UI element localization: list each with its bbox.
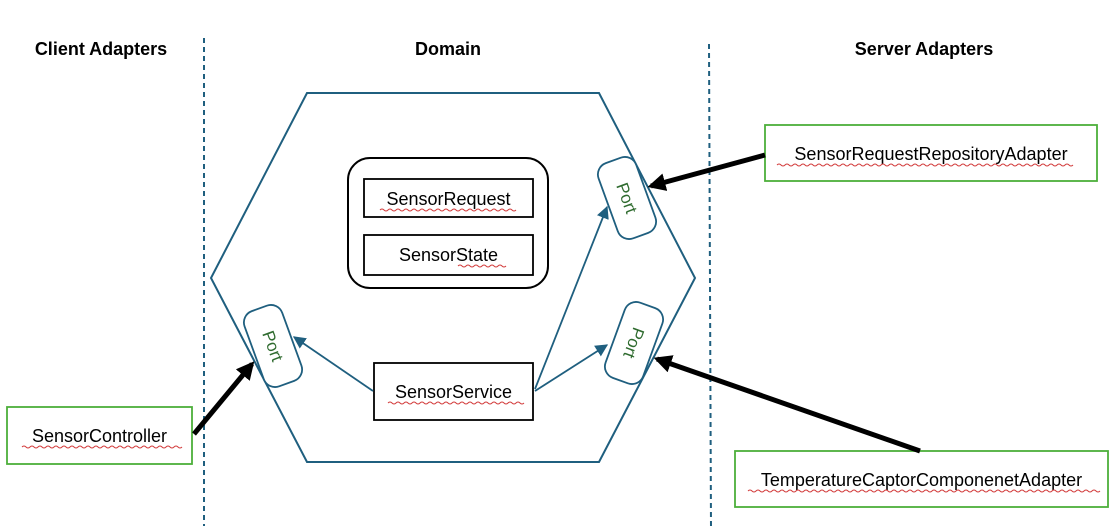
spellcheck-underline xyxy=(747,489,1101,493)
entity-sensor-request: SensorRequest xyxy=(363,178,534,218)
entity-sensor-state-label: SensorState xyxy=(399,245,498,265)
spellcheck-underline xyxy=(457,264,507,268)
entity-sensor-request-label: SensorRequest xyxy=(386,189,510,209)
domain-heading: Domain xyxy=(415,39,481,59)
domain-server-divider xyxy=(708,43,712,529)
sensor-request-repository-adapter: SensorRequestRepositoryAdapter xyxy=(764,124,1098,182)
spellcheck-underline xyxy=(387,401,525,405)
sensor-request-repository-label: SensorRequestRepositoryAdapter xyxy=(794,144,1067,164)
service-to-top-right-port-arrow xyxy=(534,205,609,390)
left-port: Port xyxy=(243,304,303,388)
server-adapters-heading: Server Adapters xyxy=(855,39,993,59)
domain-hexagon xyxy=(209,92,697,463)
repository-adapter-to-port-arrow xyxy=(647,152,766,191)
captor-adapter-to-port-arrow xyxy=(653,355,921,454)
spellcheck-underline xyxy=(776,163,1074,167)
temperature-captor-component-adapter: TemperatureCaptorComponenetAdapter xyxy=(734,450,1109,508)
sensor-service-box: SensorService xyxy=(373,362,534,421)
sensor-service-label: SensorService xyxy=(395,382,512,402)
sensor-controller-adapter: SensorController xyxy=(6,406,193,465)
client-adapter-to-port-arrow xyxy=(192,361,255,436)
service-to-bottom-right-port-arrow xyxy=(534,344,609,392)
top-right-port: Port xyxy=(597,156,657,240)
service-to-left-port-arrow xyxy=(292,336,374,392)
spellcheck-underline xyxy=(379,208,517,212)
bottom-right-port: Port xyxy=(604,301,664,385)
client-adapters-heading: Client Adapters xyxy=(35,39,167,59)
spellcheck-underline xyxy=(21,445,183,449)
entity-sensor-state: SensorState xyxy=(363,234,534,276)
domain-model-group xyxy=(347,157,549,289)
sensor-controller-label: SensorController xyxy=(32,426,167,446)
temperature-captor-label: TemperatureCaptorComponenetAdapter xyxy=(761,470,1082,490)
